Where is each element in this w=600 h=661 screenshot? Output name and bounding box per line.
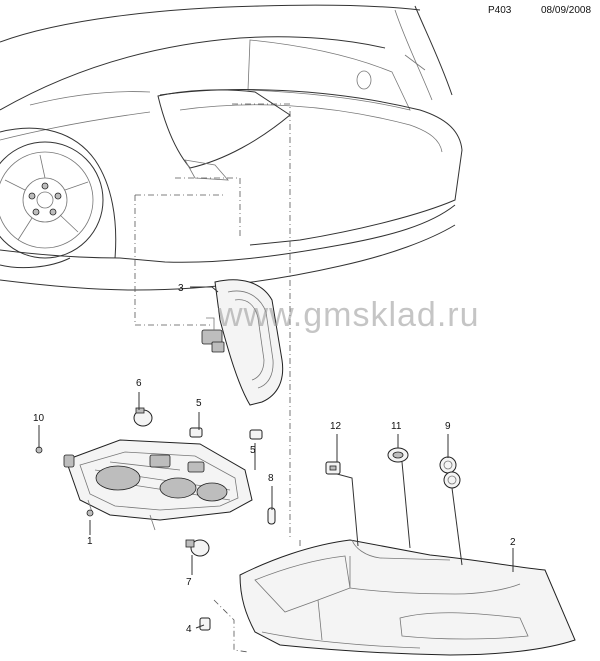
callout-6: 6 [136, 378, 142, 389]
callout-7: 7 [186, 577, 192, 588]
vehicle-rear-outline [0, 4, 463, 291]
callout-leaders [38, 286, 514, 629]
callout-10: 10 [33, 413, 45, 424]
part-5-bulb-upper [189, 427, 203, 438]
part-8-bulb [267, 507, 276, 525]
part-12-clip [325, 461, 341, 475]
callout-4: 4 [186, 624, 192, 635]
callout-8: 8 [268, 473, 274, 484]
callout-2: 2 [510, 537, 516, 548]
assembly-leader-lines [134, 103, 301, 653]
callout-5-lower: 5 [250, 445, 256, 456]
part-3-inner-tail-lamp [201, 279, 284, 406]
page-code: P403 [488, 5, 512, 16]
part-9-grommets [439, 456, 461, 489]
part-1-bulb-holder-board [63, 439, 253, 531]
callout-3: 3 [178, 283, 184, 294]
part-2-outer-tail-lamp [239, 539, 576, 656]
callout-11: 11 [391, 421, 402, 432]
part-11-grommet [387, 447, 409, 463]
diagram-date: 08/09/2008 [541, 5, 592, 16]
watermark: www.gmsklad.ru [218, 296, 480, 334]
part-5-bulb-lower [249, 429, 263, 440]
callout-9: 9 [445, 421, 451, 432]
part-7-bulb [185, 539, 210, 557]
callout-1: 1 [87, 536, 93, 547]
callout-5-upper: 5 [196, 398, 202, 409]
callout-12: 12 [330, 421, 342, 432]
part-6-bulb [133, 407, 153, 427]
part-4-screw [199, 617, 211, 631]
